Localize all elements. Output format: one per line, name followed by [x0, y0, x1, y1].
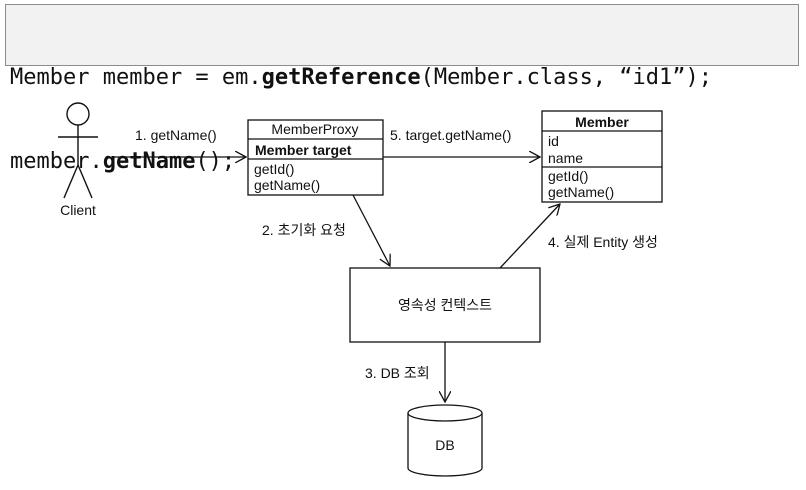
- member-method-getid: getId(): [548, 168, 588, 184]
- member-entity-box: Member id name getId() getName(): [541, 110, 663, 203]
- step-3-label: 3. DB 조회: [365, 365, 430, 381]
- step-1-label: 1. getName(): [135, 127, 217, 143]
- proxy-title: MemberProxy: [271, 121, 358, 137]
- proxy-field: Member target: [255, 142, 352, 158]
- step-2-label: 2. 초기화 요청: [262, 222, 346, 238]
- code-line-2: member.getName();: [10, 149, 236, 174]
- context-label: 영속성 컨텍스트: [398, 297, 492, 313]
- database-icon: [407, 404, 483, 477]
- client-label: Client: [60, 202, 96, 218]
- step-4-label: 4. 실제 Entity 생성: [548, 234, 658, 250]
- member-field-id: id: [548, 133, 559, 149]
- member-title: Member: [575, 114, 629, 130]
- code-line-1: Member member = em.getReference(Member.c…: [10, 65, 713, 90]
- code-snippet: Member member = em.getReference(Member.c…: [5, 4, 799, 174]
- db-label: DB: [435, 437, 454, 453]
- member-proxy-box: MemberProxy Member target getId() getNam…: [247, 119, 384, 196]
- proxy-method-getname: getName(): [254, 177, 320, 193]
- step-5-label: 5. target.getName(): [390, 127, 511, 143]
- arrow-create-entity: [499, 204, 560, 269]
- client-actor-icon: [58, 102, 98, 199]
- persistence-context-box: 영속성 컨텍스트: [349, 267, 541, 343]
- member-method-getname: getName(): [548, 184, 614, 200]
- proxy-method-getid: getId(): [254, 161, 294, 177]
- arrow-init-request: [352, 194, 390, 266]
- member-field-name: name: [548, 150, 583, 166]
